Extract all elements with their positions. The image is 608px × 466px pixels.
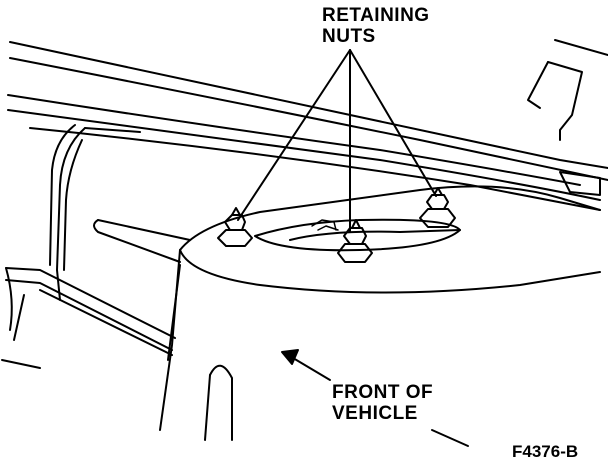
center-stud-cluster [311,219,339,231]
retaining-nut-left [217,207,253,247]
retaining-nut-center [337,219,373,263]
front-of-vehicle-label-line1: FRONT OF [332,382,434,403]
front-direction-arrow [281,349,469,447]
front-of-vehicle-label: FRONT OF VEHICLE [332,382,433,424]
strut-tower [159,185,601,441]
front-of-vehicle-label-line2: VEHICLE [332,403,418,424]
left-side-rail [1,124,176,369]
retaining-nuts-label-line2: NUTS [322,26,376,47]
slotted-bracket [93,219,191,263]
figure-code: F4376-B [512,442,579,461]
retaining-nuts-label-line1: RETAINING [322,5,430,26]
retaining-nuts-label: RETAINING NUTS [322,5,430,47]
leader-lines [237,49,437,233]
upper-body-panel [7,39,608,211]
retaining-nut-right [419,187,456,228]
